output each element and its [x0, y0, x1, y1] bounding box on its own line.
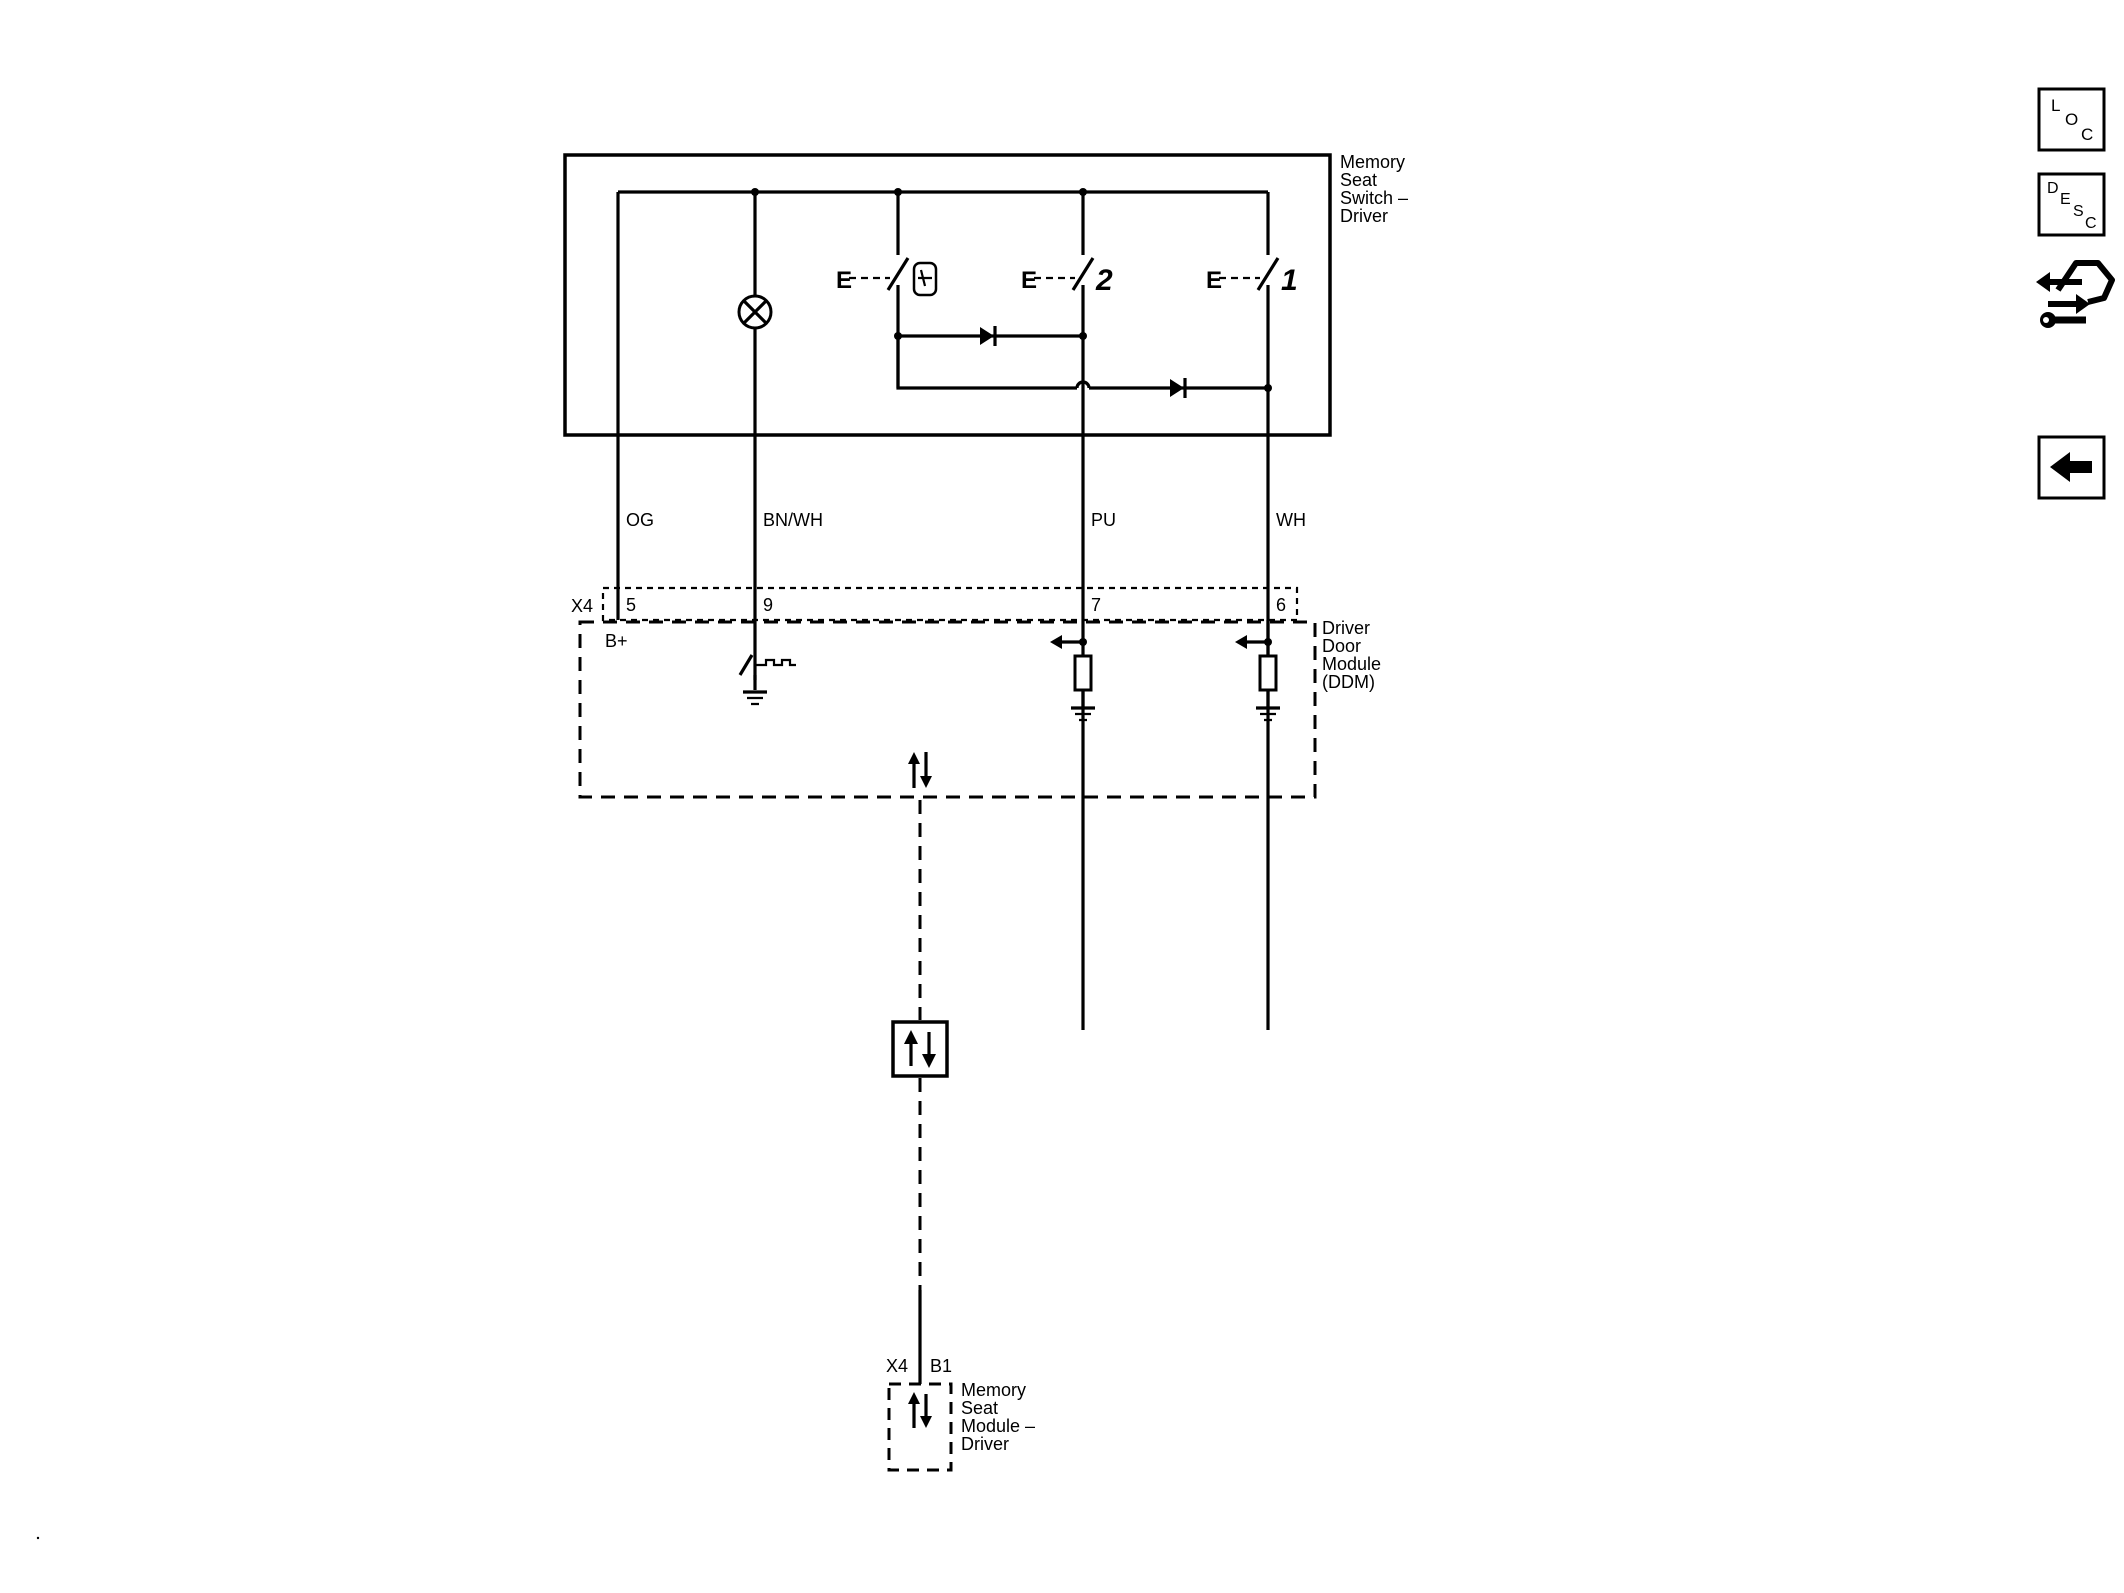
serial-data-icon [908, 752, 932, 788]
back-button[interactable] [2037, 435, 2106, 500]
ddm-box [578, 620, 1317, 799]
location-button[interactable]: L O C [2037, 87, 2106, 152]
serial-data-icon [891, 1020, 949, 1078]
svg-text:E: E [2060, 191, 2071, 208]
svg-text:Switch –: Switch – [1340, 188, 1408, 208]
wire-og-label: OG [626, 510, 654, 530]
svg-text:C: C [2085, 215, 2097, 232]
b-plus-label: B+ [605, 631, 628, 651]
svg-text:Driver: Driver [1340, 206, 1388, 226]
ddm-name: Driver Door Module (DDM) [1322, 618, 1381, 692]
exit-switch-contact [886, 257, 910, 291]
ground-icon [1071, 706, 1095, 722]
seat-connector-id: X4 [886, 1356, 908, 1376]
seat-exit-icon [912, 261, 938, 297]
memory-seat-switch-box [563, 153, 1332, 437]
x4-connector [601, 586, 1299, 622]
wire-pu-label: PU [1091, 510, 1116, 530]
diode-icon [980, 326, 997, 346]
signal-arrow-icon [1235, 635, 1268, 649]
wire-wh-label: WH [1276, 510, 1306, 530]
pin-9: 9 [763, 595, 773, 615]
svg-text:Memory: Memory [961, 1380, 1026, 1400]
svg-text:Module: Module [1322, 654, 1381, 674]
diode-icon [1170, 378, 1187, 398]
svg-text:O: O [2065, 110, 2078, 129]
svg-text:(DDM): (DDM) [1322, 672, 1375, 692]
svg-text:C: C [2081, 125, 2093, 144]
x4-connector-id: X4 [571, 596, 593, 616]
stray-dot [36, 1536, 40, 1540]
memory-1-label: 1 [1281, 264, 1298, 297]
svg-text:Seat: Seat [961, 1398, 998, 1418]
svg-text:Seat: Seat [1340, 170, 1377, 190]
description-button[interactable]: D E S C [2037, 172, 2106, 237]
svg-text:S: S [2073, 203, 2084, 220]
ground-icon [743, 690, 767, 706]
seat-pin-b1: B1 [930, 1356, 952, 1376]
ground-icon [1256, 706, 1280, 722]
resistor-icon [1258, 654, 1278, 692]
svg-text:L: L [2051, 96, 2060, 115]
wire-bnwh-label: BN/WH [763, 510, 823, 530]
exit-label-1: E [836, 267, 852, 294]
pin-7: 7 [1091, 595, 1101, 615]
memory-1-switch-contact [1256, 257, 1280, 291]
tool-icon[interactable] [2036, 260, 2115, 328]
exit-label-3: E [1206, 267, 1222, 294]
arrow-left-icon [2050, 452, 2092, 482]
memory-seat-switch-name: Memory Seat Switch – Driver [1340, 152, 1408, 226]
lamp-driver-switch [738, 654, 754, 676]
lamp-icon [737, 294, 773, 330]
memory-seat-module-name: Memory Seat Module – Driver [961, 1380, 1035, 1454]
svg-text:Memory: Memory [1340, 152, 1405, 172]
serial-data-icon [908, 1392, 932, 1428]
pin-5: 5 [626, 595, 636, 615]
signal-arrow-icon [1050, 635, 1083, 649]
svg-text:Driver: Driver [1322, 618, 1370, 638]
memory-2-label: 2 [1095, 264, 1113, 297]
svg-text:Door: Door [1322, 636, 1361, 656]
memory-2-switch-contact [1071, 257, 1095, 291]
svg-text:Driver: Driver [961, 1434, 1009, 1454]
svg-text:D: D [2047, 180, 2059, 197]
resistor-icon [1073, 654, 1093, 692]
pin-6: 6 [1276, 595, 1286, 615]
svg-text:Module –: Module – [961, 1416, 1035, 1436]
exit-label-2: E [1021, 267, 1037, 294]
memory-seat-module-box [887, 1382, 953, 1472]
